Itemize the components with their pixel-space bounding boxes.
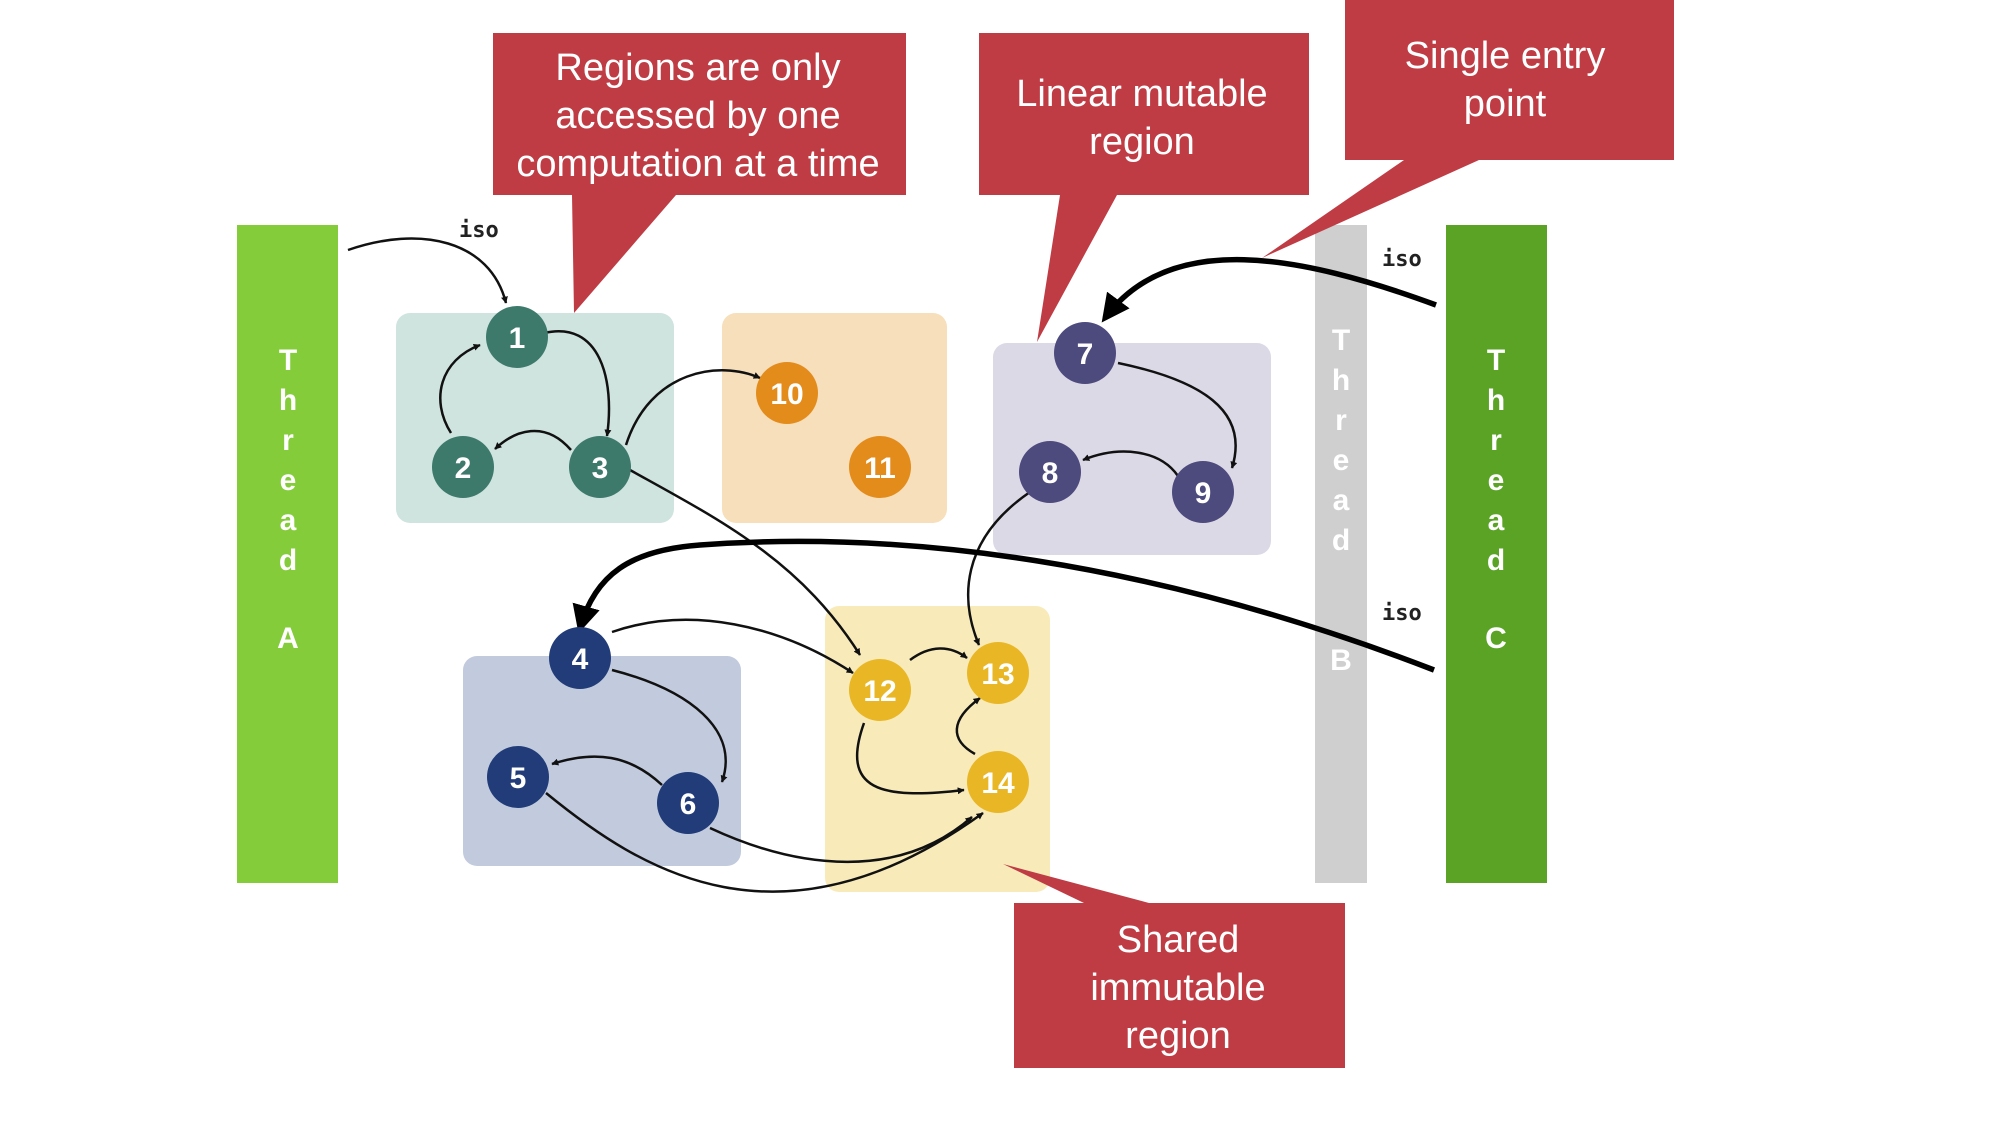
node-7: 7 bbox=[1054, 322, 1116, 384]
svg-text:d: d bbox=[279, 544, 297, 577]
node-4: 4 bbox=[549, 627, 611, 689]
edge-7-to-9 bbox=[1117, 361, 1238, 469]
edge-5-to-14 bbox=[545, 792, 984, 893]
svg-text:immutable: immutable bbox=[1090, 967, 1265, 1009]
svg-text:1: 1 bbox=[509, 322, 526, 355]
svg-text:point: point bbox=[1464, 83, 1547, 125]
svg-text:r: r bbox=[282, 424, 294, 457]
edge-3-to-10 bbox=[624, 369, 761, 446]
edge-4-to-6 bbox=[611, 668, 728, 783]
svg-text:C: C bbox=[1485, 622, 1507, 655]
svg-text:h: h bbox=[279, 384, 297, 417]
region-orange bbox=[722, 313, 947, 523]
thread-a-label: T h r e a d A bbox=[277, 344, 299, 655]
iso-label-thread-a: iso bbox=[459, 218, 499, 243]
svg-text:4: 4 bbox=[572, 643, 589, 676]
edge-c-to-4 bbox=[572, 538, 1435, 673]
thread-c-bar bbox=[1446, 225, 1547, 883]
svg-text:a: a bbox=[1333, 484, 1350, 517]
edge-6-to-5 bbox=[551, 755, 663, 786]
edge-14-to-13 bbox=[955, 696, 981, 756]
iso-label-thread-c-bottom: iso bbox=[1382, 601, 1422, 626]
svg-text:14: 14 bbox=[981, 767, 1015, 800]
edge-9-to-8 bbox=[1082, 450, 1180, 477]
node-9: 9 bbox=[1172, 461, 1234, 523]
svg-text:a: a bbox=[280, 504, 297, 537]
svg-text:Single entry: Single entry bbox=[1405, 35, 1606, 77]
edge-12-to-14 bbox=[855, 722, 965, 795]
svg-text:a: a bbox=[1488, 504, 1505, 537]
svg-text:T: T bbox=[279, 344, 297, 377]
svg-text:Linear mutable: Linear mutable bbox=[1016, 73, 1267, 115]
node-1: 1 bbox=[486, 306, 548, 368]
svg-text:d: d bbox=[1487, 544, 1505, 577]
svg-text:e: e bbox=[1488, 464, 1505, 497]
svg-text:Shared: Shared bbox=[1117, 919, 1240, 961]
edge-1-to-3 bbox=[543, 330, 612, 437]
svg-text:9: 9 bbox=[1195, 477, 1212, 510]
edge-c-to-7 bbox=[1101, 257, 1437, 323]
svg-text:3: 3 bbox=[592, 452, 609, 485]
svg-text:10: 10 bbox=[770, 378, 803, 411]
callout-shared-immutable: Shared immutable region bbox=[1003, 864, 1345, 1068]
svg-text:13: 13 bbox=[981, 658, 1014, 691]
svg-text:A: A bbox=[277, 622, 299, 655]
edge-6-to-14 bbox=[709, 816, 973, 864]
svg-text:e: e bbox=[1333, 444, 1350, 477]
edge-8-to-13 bbox=[966, 490, 1031, 646]
svg-text:r: r bbox=[1335, 404, 1347, 437]
svg-text:T: T bbox=[1487, 344, 1505, 377]
thread-b-label: T h r e a d B bbox=[1330, 324, 1352, 677]
svg-text:h: h bbox=[1487, 384, 1505, 417]
edge-3-to-2 bbox=[494, 429, 572, 451]
svg-text:T: T bbox=[1332, 324, 1350, 357]
svg-text:region: region bbox=[1125, 1015, 1231, 1057]
edge-12-to-13 bbox=[909, 647, 968, 662]
svg-text:8: 8 bbox=[1042, 457, 1059, 490]
svg-text:d: d bbox=[1332, 524, 1350, 557]
svg-text:r: r bbox=[1490, 424, 1502, 457]
svg-text:2: 2 bbox=[455, 452, 472, 485]
svg-text:Regions are only: Regions are only bbox=[555, 47, 840, 89]
node-6: 6 bbox=[657, 772, 719, 834]
svg-text:B: B bbox=[1330, 644, 1352, 677]
node-11: 11 bbox=[849, 436, 911, 498]
svg-text:11: 11 bbox=[864, 452, 896, 485]
node-2: 2 bbox=[432, 436, 494, 498]
node-5: 5 bbox=[487, 746, 549, 808]
edge-4-to-12 bbox=[611, 618, 854, 675]
callout-single-entry: Single entry point bbox=[1262, 0, 1674, 258]
callout-regions-access: Regions are only accessed by one computa… bbox=[493, 33, 906, 313]
svg-text:accessed by one: accessed by one bbox=[555, 95, 840, 137]
svg-text:computation at a time: computation at a time bbox=[516, 143, 879, 185]
edge-2-to-1 bbox=[439, 343, 481, 434]
thread-b-bar bbox=[1315, 225, 1367, 883]
thread-a-bar bbox=[237, 225, 338, 883]
edge-3-to-12 bbox=[629, 468, 862, 656]
svg-text:12: 12 bbox=[863, 675, 896, 708]
node-14: 14 bbox=[967, 751, 1029, 813]
svg-text:6: 6 bbox=[680, 788, 697, 821]
svg-text:e: e bbox=[280, 464, 297, 497]
node-10: 10 bbox=[756, 362, 818, 424]
thread-c-label: T h r e a d C bbox=[1485, 344, 1507, 655]
edge-a-to-1 bbox=[347, 237, 508, 304]
svg-text:region: region bbox=[1089, 121, 1195, 163]
node-8: 8 bbox=[1019, 441, 1081, 503]
node-12: 12 bbox=[849, 659, 911, 721]
node-3: 3 bbox=[569, 436, 631, 498]
callout-linear-mutable: Linear mutable region bbox=[979, 33, 1309, 342]
svg-text:h: h bbox=[1332, 364, 1350, 397]
svg-text:5: 5 bbox=[510, 762, 527, 795]
svg-text:7: 7 bbox=[1077, 338, 1094, 371]
iso-label-thread-c-top: iso bbox=[1382, 247, 1422, 272]
node-13: 13 bbox=[967, 642, 1029, 704]
